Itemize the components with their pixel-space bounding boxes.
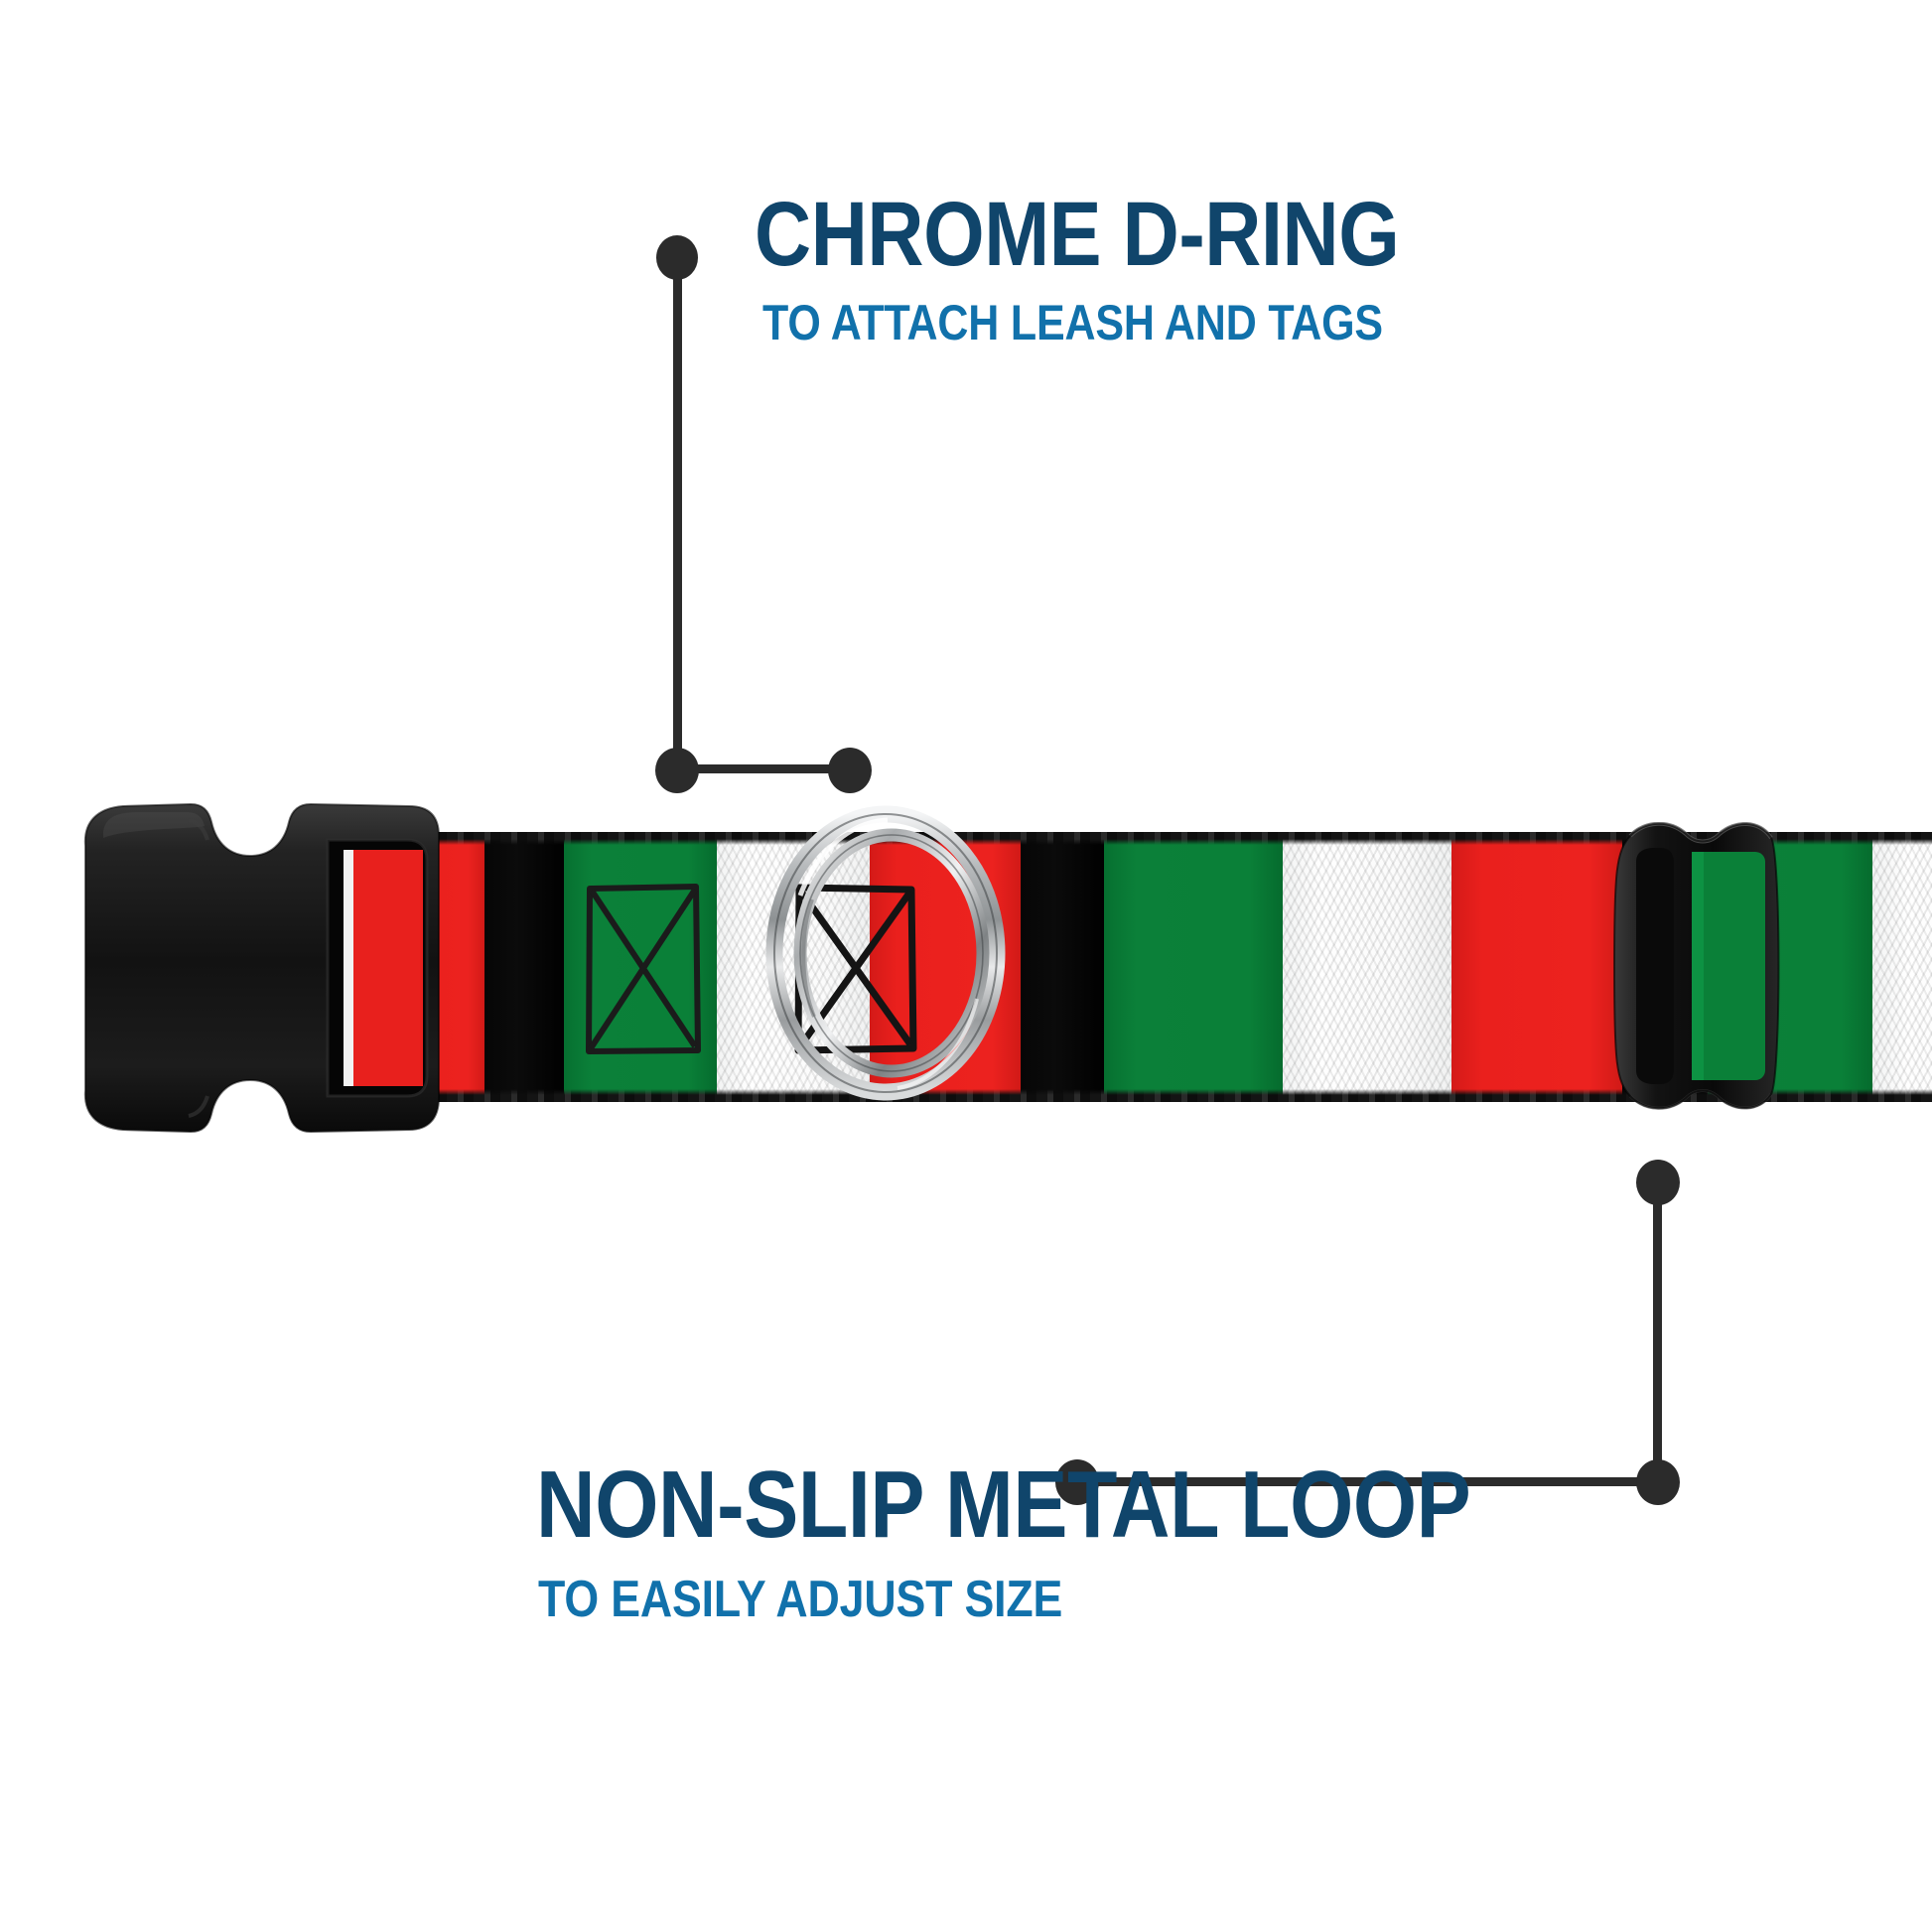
leader-line-dring-vertical [673, 256, 682, 627]
callout-chrome-d-ring-subtitle: TO ATTACH LEASH AND TAGS [762, 295, 1383, 351]
stripe-red-3 [1451, 832, 1624, 1102]
callout-non-slip-metal-loop-subtitle: TO EASILY ADJUST SIZE [538, 1571, 1063, 1629]
callout-non-slip-metal-loop: NON-SLIP METAL LOOP TO EASILY ADJUST SIZ… [536, 1451, 1623, 1629]
stripe-white-2 [1283, 832, 1453, 1102]
leader-line-loop-vertical [1653, 1181, 1662, 1491]
callout-chrome-d-ring: CHROME D-RING TO ATTACH LEASH AND TAGS [755, 184, 1504, 351]
leader-line-dring-stem [673, 616, 682, 774]
leader-dot-loop-elbow [1636, 1459, 1680, 1505]
stripe-white-3 [1872, 832, 1932, 1102]
leader-line-loop-horizontal [1072, 1477, 1662, 1486]
stitch-box-green [586, 884, 701, 1054]
leader-dot-dring-label [656, 235, 698, 280]
stripe-black-1 [484, 832, 566, 1102]
leader-dot-loop-label [1055, 1459, 1099, 1505]
leader-line-dring-horizontal [673, 764, 850, 773]
stripe-black-2 [1021, 832, 1106, 1102]
webbing-edge-bottom [393, 1089, 1932, 1102]
leader-dot-dring-elbow [655, 748, 699, 793]
metal-slider-loop [1612, 822, 1780, 1110]
callout-chrome-d-ring-title: CHROME D-RING [755, 184, 1400, 285]
webbing-edge-top [393, 832, 1932, 845]
stripe-green-2 [1104, 832, 1285, 1102]
dog-collar-illustration [0, 794, 1932, 1152]
callout-non-slip-metal-loop-title: NON-SLIP METAL LOOP [536, 1451, 1471, 1558]
side-release-buckle [83, 802, 440, 1134]
chrome-d-ring [765, 805, 1006, 1101]
leader-dot-dring-target [828, 748, 872, 793]
